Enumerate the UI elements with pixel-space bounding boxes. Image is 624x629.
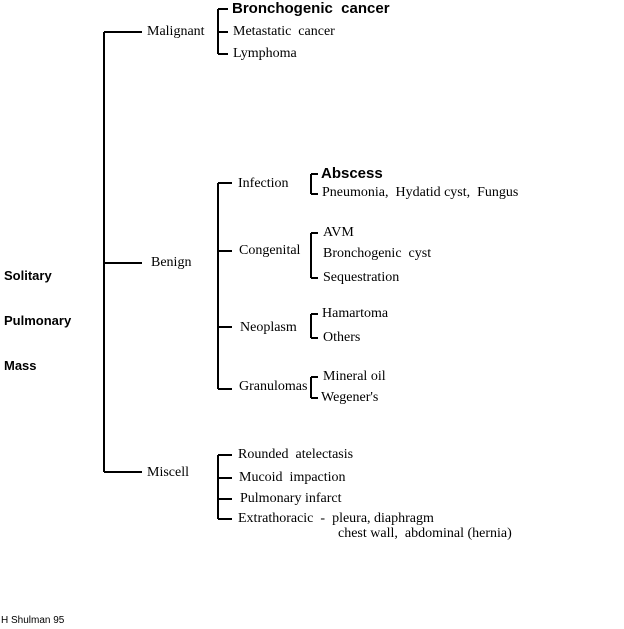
neoplasm-item-hamartoma: Hamartoma: [322, 306, 389, 321]
congenital-item-sequestration: Sequestration: [323, 270, 400, 285]
miscell-item-extrathoracic-continued: chest wall, abdominal (hernia): [338, 526, 512, 541]
root-title-line3: Mass: [4, 358, 37, 373]
malignant-item-metastatic-cancer: Metastatic cancer: [233, 24, 335, 39]
author-credit: H Shulman 95: [1, 615, 65, 626]
neoplasm-item-others: Others: [323, 330, 361, 345]
miscell-connector: [217, 454, 232, 520]
malignant-label: Malignant: [147, 24, 205, 39]
miscell-item-rounded-atelectasis: Rounded atelectasis: [238, 447, 354, 462]
miscell-item-extrathoracic: Extrathoracic - pleura, diaphragm: [238, 511, 434, 526]
congenital-connector: [310, 232, 318, 279]
root-title: Solitary Pulmonary Mass: [4, 238, 71, 403]
neoplasm-label: Neoplasm: [240, 320, 297, 335]
infection-connector: [310, 173, 318, 195]
infection-label: Infection: [238, 176, 289, 191]
neoplasm-connector: [310, 313, 318, 339]
congenital-label: Congenital: [239, 243, 301, 258]
malignant-connector: [217, 8, 228, 55]
congenital-item-avm: AVM: [323, 225, 354, 240]
granulomas-item-mineral-oil: Mineral oil: [323, 369, 386, 384]
granulomas-label: Granulomas: [239, 379, 308, 394]
granulomas-connector: [310, 376, 318, 399]
infection-item-abscess: Abscess: [321, 165, 383, 182]
infection-item-pneumonia: Pneumonia, Hydatid cyst, Fungus: [322, 185, 519, 200]
trunk-connector: [103, 31, 142, 473]
congenital-item-bronchogenic-cyst: Bronchogenic cyst: [323, 246, 432, 261]
miscell-item-mucoid-impaction: Mucoid impaction: [239, 470, 346, 485]
benign-connector: [217, 182, 232, 390]
benign-label: Benign: [151, 255, 192, 270]
granulomas-item-wegeners: Wegener's: [321, 390, 379, 405]
malignant-item-bronchogenic-cancer: Bronchogenic cancer: [232, 0, 390, 17]
root-title-line1: Solitary: [4, 268, 52, 283]
miscell-item-pulmonary-infarct: Pulmonary infarct: [240, 491, 342, 506]
miscell-label: Miscell: [147, 465, 189, 480]
root-title-line2: Pulmonary: [4, 313, 72, 328]
malignant-item-lymphoma: Lymphoma: [233, 46, 297, 61]
